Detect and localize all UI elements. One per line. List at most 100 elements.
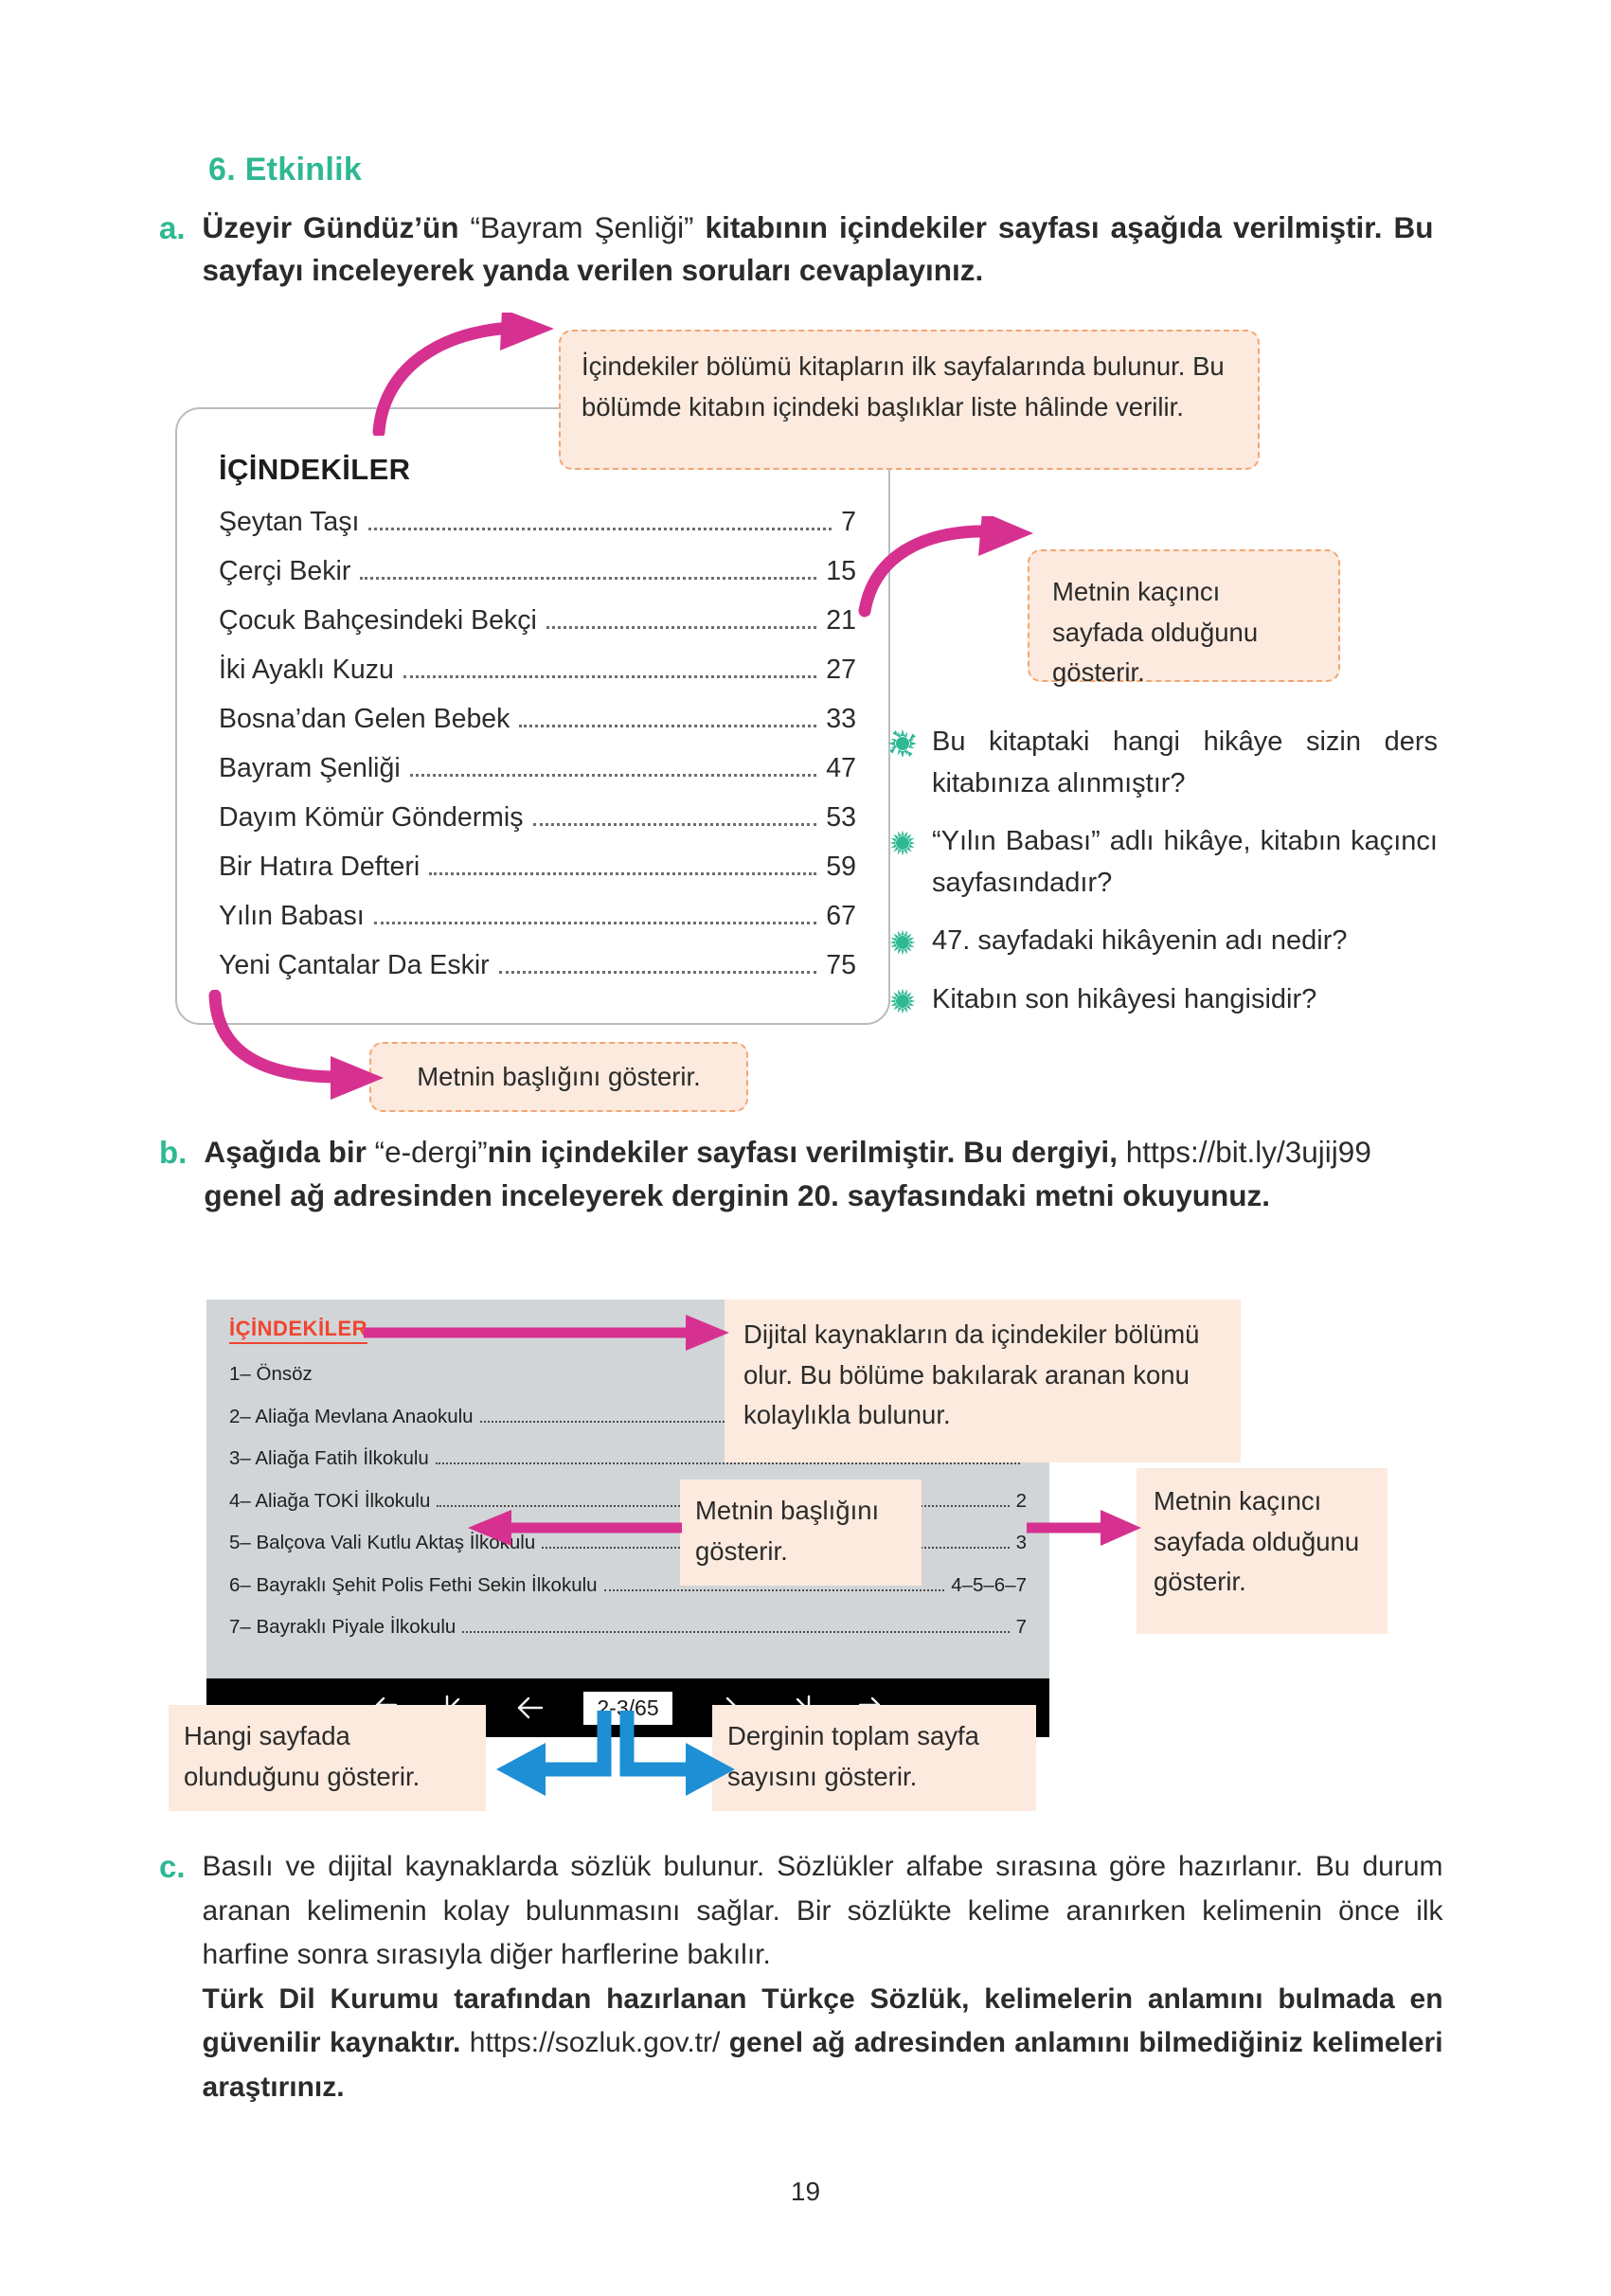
item-b-quote: “e-dergi” [374, 1135, 488, 1169]
edergi-entry-name: 7– Bayraklı Piyale İlkokulu [229, 1616, 456, 1639]
list-item[interactable]: 3– Aliağa Fatih İlkokulu [229, 1447, 1027, 1470]
item-a-text-part2: kitabının içindekiler sayfası aşağıda ve… [202, 210, 1434, 287]
callout-title-shows: Metnin başlığını gösterir. [369, 1042, 748, 1112]
callout-page-number-shows: Metnin kaçıncı sayfada olduğunu gösterir… [1028, 549, 1340, 687]
toc-leader-dots [429, 872, 817, 875]
edergi-leader-dots [462, 1631, 1010, 1634]
edergi-entry-name: 1– Önsöz [229, 1363, 313, 1385]
item-c-paragraph-2: Türk Dil Kurumu tarafından hazırlanan Tü… [203, 1978, 1443, 2110]
toc-entry-name: Dayım Kömür Göndermiş [219, 802, 524, 833]
edergi-entry-page: 2 [1015, 1489, 1027, 1512]
toc-leader-dots [546, 626, 817, 629]
edergi-entry-name: 4– Aliağa TOKİ İlkokulu [229, 1489, 431, 1512]
callout-page-number-shows-2: Metnin kaçıncı sayfada olduğunu gösterir… [1137, 1468, 1387, 1634]
list-item: “Yılın Babası” adlı hikâye, kitabın kaçı… [888, 821, 1438, 904]
toc-entry-page: 47 [826, 753, 856, 783]
item-b-letter: b. [159, 1135, 188, 1170]
edergi-entry-name: 3– Aliağa Fatih İlkokulu [229, 1447, 429, 1470]
callout-contents-info: İçindekiler bölümü kitapların ilk sayfal… [559, 330, 1260, 470]
toc-entry-name: Bayram Şenliği [219, 753, 401, 783]
callout-current-page-shows: Hangi sayfada olunduğunu gösterir. [169, 1705, 486, 1811]
question-text: 47. sayfadaki hikâyenin adı nedir? [932, 925, 1348, 956]
list-item: Bu kitaptaki hangi hikâye sizin ders kit… [888, 722, 1438, 804]
toc-entry-page: 75 [826, 950, 856, 980]
item-a: a. Üzeyir Gündüz’ün “Bayram Şenliği” kit… [159, 206, 1447, 291]
toc-entry-name: Bir Hatıra Defteri [219, 852, 421, 882]
table-row: Yeni Çantalar Da Eskir 75 [219, 950, 856, 981]
table-row: Çocuk Bahçesindeki Bekçi 21 [219, 605, 856, 637]
table-row: Dayım Kömür Göndermiş 53 [219, 802, 856, 834]
table-row: Bayram Şenliği 47 [219, 753, 856, 784]
starburst-icon [888, 829, 917, 857]
book-contents-list: Şeytan Taşı 7 Çerçi Bekir 15 Çocuk Bahçe… [209, 507, 856, 981]
table-row: İki Ayaklı Kuzu 27 [219, 655, 856, 686]
item-c-letter: c. [159, 1849, 186, 1884]
page-indicator[interactable]: 2-3/65 [583, 1691, 672, 1725]
book-contents-title: İÇİNDEKİLER [219, 453, 411, 486]
callout-title-shows-2: Metnin başlığını gösterir. [680, 1480, 922, 1586]
questions-list: Bu kitaptaki hangi hikâye sizin ders kit… [888, 722, 1438, 1037]
toc-leader-dots [373, 922, 817, 924]
toc-leader-dots [519, 725, 817, 727]
table-row: Bir Hatıra Defteri 59 [219, 852, 856, 883]
toc-leader-dots [498, 971, 817, 974]
toc-entry-page: 15 [826, 556, 856, 586]
table-row: Yılın Babası 67 [219, 901, 856, 932]
item-b-text-part2: nin içindekiler sayfası verilmiştir. Bu … [487, 1135, 1126, 1169]
question-text: “Yılın Babası” adlı hikâye, kitabın kaçı… [932, 826, 1438, 898]
callout-total-pages-shows: Derginin toplam sayfa sayısını gösterir. [712, 1705, 1036, 1811]
item-c: c. Basılı ve dijital kaynaklarda sözlük … [159, 1845, 1457, 2109]
item-b-text-part1: Aşağıda bir [204, 1135, 375, 1169]
toc-entry-name: Çerçi Bekir [219, 556, 351, 586]
toc-entry-page: 7 [841, 507, 856, 537]
edergi-entry-name: 5– Balçova Vali Kutlu Aktaş İlkokulu [229, 1532, 536, 1554]
toc-leader-dots [368, 528, 832, 530]
item-b-url[interactable]: https://bit.ly/3ujij99 [1125, 1135, 1371, 1169]
toc-leader-dots [532, 823, 817, 826]
page-number: 19 [790, 2177, 821, 2206]
edergi-entry-page: 3 [1015, 1532, 1027, 1554]
question-text: Kitabın son hikâyesi hangisidir? [932, 983, 1317, 1014]
edergi-leader-dots [603, 1588, 945, 1591]
previous-page-icon[interactable] [511, 1690, 547, 1726]
item-b: b. Aşağıda bir “e-dergi”nin içindekiler … [159, 1131, 1457, 1218]
toc-entry-name: Yeni Çantalar Da Eskir [219, 950, 490, 980]
toc-leader-dots [403, 675, 817, 678]
edergi-entry-name: 2– Aliağa Mevlana Anaokulu [229, 1405, 474, 1427]
edergi-entry-page: 7 [1015, 1616, 1027, 1639]
item-a-text-part1: Üzeyir Gündüz’ün [202, 210, 471, 244]
edergi-entry-name: 6– Bayraklı Şehit Polis Fethi Sekin İlko… [229, 1573, 598, 1596]
question-text: Bu kitaptaki hangi hikâye sizin ders kit… [932, 726, 1438, 798]
toc-entry-name: Bosna’dan Gelen Bebek [219, 704, 510, 734]
edergi-entry-page: 4–5–6–7 [951, 1573, 1027, 1596]
item-c-p2-part2: genel ağ adresinden anlamını bilmediğini… [202, 2027, 1443, 2103]
toc-entry-page: 67 [826, 901, 856, 931]
list-item[interactable]: 1– Önsöz [229, 1363, 1027, 1386]
starburst-icon [888, 987, 917, 1015]
starburst-icon [888, 928, 917, 957]
list-item[interactable]: 6– Bayraklı Şehit Polis Fethi Sekin İlko… [229, 1574, 1027, 1597]
toc-leader-dots [360, 577, 817, 580]
toc-entry-page: 33 [826, 704, 856, 734]
toc-entry-page: 53 [826, 802, 856, 833]
item-b-text: Aşağıda bir “e-dergi”nin içindekiler say… [204, 1131, 1444, 1218]
toc-leader-dots [409, 774, 817, 777]
edergi-contents-title: İÇİNDEKİLER [229, 1317, 368, 1344]
toc-entry-page: 21 [826, 605, 856, 636]
list-item: 47. sayfadaki hikâyenin adı nedir? [888, 921, 1438, 962]
toc-entry-page: 27 [826, 655, 856, 685]
toc-entry-name: Çocuk Bahçesindeki Bekçi [219, 605, 537, 636]
callout-digital-contents-info: Dijital kaynakların da içindekiler bölüm… [725, 1300, 1241, 1462]
activity-heading: 6. Etkinlik [208, 152, 363, 188]
table-row: Şeytan Taşı 7 [219, 507, 856, 538]
starburst-icon [888, 729, 917, 758]
item-c-text: Basılı ve dijital kaynaklarda sözlük bul… [203, 1845, 1443, 2109]
toc-entry-name: İki Ayaklı Kuzu [219, 655, 394, 685]
list-item: Kitabın son hikâyesi hangisidir? [888, 979, 1438, 1021]
item-c-paragraph-1: Basılı ve dijital kaynaklarda sözlük bul… [202, 1851, 1443, 1970]
item-c-sozluk-url[interactable]: https://sozluk.gov.tr/ [469, 2027, 721, 2058]
item-a-letter: a. [159, 210, 186, 245]
list-item[interactable]: 7– Bayraklı Piyale İlkokulu 7 [229, 1616, 1027, 1639]
book-contents-card: İÇİNDEKİLER Şeytan Taşı 7 Çerçi Bekir 15… [175, 407, 890, 1025]
